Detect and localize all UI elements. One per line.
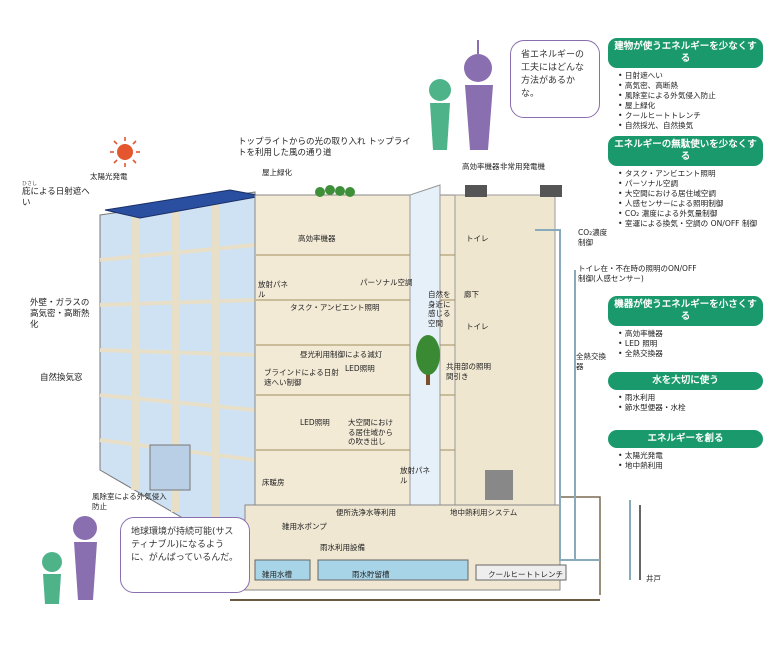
panel-title: エネルギーの無駄使いを少なくする — [608, 136, 763, 166]
panel-title: 機器が使うエネルギーを小さくする — [608, 296, 763, 326]
list-item: 屋上緑化 — [618, 101, 763, 111]
list-item: 節水型便器・水栓 — [618, 403, 763, 413]
list-item: 風除室による外気侵入防止 — [618, 91, 763, 101]
list-item: LED 照明 — [618, 339, 763, 349]
list-item: 高気密、高断熱 — [618, 81, 763, 91]
panel-title: 建物が使うエネルギーを少なくする — [608, 38, 763, 68]
label-high-eff-rooftop: 高効率機器 — [462, 162, 500, 171]
label-radiant-panel-2: 放射パネル — [400, 466, 430, 485]
label-rain-equipment: 雨水利用設備 — [320, 543, 365, 552]
panel-title: 水を大切に使う — [608, 372, 763, 390]
label-solar: 太陽光発電 — [90, 172, 128, 181]
label-daylight-dimming: 昼光利用制御による減灯 — [300, 350, 383, 359]
label-misc-pump: 雑用水ポンプ — [282, 522, 327, 531]
panel-reduce-waste: エネルギーの無駄使いを少なくする タスク・アンビエント照明 パーソナル空調 大空… — [608, 136, 763, 229]
label-rain-tank: 雨水貯留槽 — [352, 570, 390, 579]
label-co2: CO₂濃度制御 — [578, 228, 608, 247]
label-led-2: LED照明 — [300, 418, 330, 427]
label-geothermal: 地中熱利用システム — [450, 508, 518, 517]
label-cool-heat-trench: クールヒートトレンチ — [488, 570, 563, 579]
label-toplight: トップライトからの光の取り入れ トップライトを利用した風の通り道 — [238, 137, 411, 158]
label-corridor: 廊下 — [464, 290, 479, 299]
list-item: 人感センサーによる照明制御 — [618, 199, 763, 209]
label-toilet-water: 便所洗浄水等利用 — [336, 508, 396, 517]
building-section — [244, 184, 567, 591]
list-item: 高効率機器 — [618, 329, 763, 339]
panel-reduce-building-energy: 建物が使うエネルギーを少なくする 日射遮へい 高気密、高断熱 風除室による外気侵… — [608, 38, 763, 131]
panel-create-energy: エネルギーを創る 太陽光発電 地中熱利用 — [608, 430, 763, 471]
list-item: パーソナル空調 — [618, 179, 763, 189]
list-item: CO₂ 濃度による外気量制御 — [618, 209, 763, 219]
label-toilet-2: トイレ — [466, 322, 489, 331]
label-floor-heating: 床暖房 — [262, 478, 285, 487]
label-wall-insulation: 外壁・ガラスの高気密・高断熱化 — [30, 298, 90, 330]
label-task-ambient: タスク・アンビエント照明 — [290, 303, 380, 312]
label-eaves: ひさし 庇による日射遮へい — [22, 182, 92, 209]
earth-edge — [560, 496, 601, 595]
label-large-space: 大空間における居住域からの吹き出し — [348, 418, 393, 446]
label-natural-space: 自然を身近に感じる空間 — [428, 290, 451, 328]
speech-bubble-top: 省エネルギーの工夫にはどんな方法があるかな。 — [510, 40, 600, 118]
list-item: タスク・アンビエント照明 — [618, 169, 763, 179]
label-blind: ブラインドによる日射遮へい制御 — [264, 368, 339, 387]
label-motion-sensor: トイレ在・不在時の照明のON/OFF 制御(人感センサー) — [578, 264, 697, 283]
label-eaves-text: 庇による日射遮へい — [22, 187, 90, 208]
label-personal-ac: パーソナル空調 — [360, 278, 413, 287]
list-item: 日射遮へい — [618, 71, 763, 81]
panel-equipment-energy: 機器が使うエネルギーを小さくする 高効率機器 LED 照明 全熱交換器 — [608, 296, 763, 359]
label-toilet-1: トイレ — [466, 234, 489, 243]
character-green-top — [429, 79, 451, 150]
character-green-bottom — [42, 552, 62, 604]
label-led-1: LED照明 — [345, 364, 375, 373]
label-radiant-panel: 放射パネル — [258, 280, 288, 299]
list-item: 太陽光発電 — [618, 451, 763, 461]
list-item: 地中熱利用 — [618, 461, 763, 471]
label-emergency-gen: 非常用発電機 — [500, 162, 545, 171]
list-item: 室運による換気・空調の ON/OFF 制御 — [618, 219, 763, 229]
tree — [416, 335, 440, 385]
speech-bubble-bottom: 地球環境が持続可能(サスティナブル)になるように、がんばっているんだ。 — [120, 517, 250, 593]
panel-water: 水を大切に使う 雨水利用 節水型便器・水栓 — [608, 372, 763, 413]
label-natural-window: 自然換気窓 — [40, 373, 83, 383]
list-item: 自然採光、自然換気 — [618, 121, 763, 131]
character-purple-bottom — [73, 516, 97, 600]
label-misc-tank: 雑用水槽 — [262, 570, 292, 579]
list-item: 大空間における居住域空調 — [618, 189, 763, 199]
panel-title: エネルギーを創る — [608, 430, 763, 448]
label-rooftop-green: 屋上緑化 — [262, 168, 292, 177]
label-windbreak: 風除室による外気侵入防止 — [92, 492, 167, 511]
label-total-heat: 全熱交換器 — [576, 352, 606, 371]
label-eaves-ruby: ひさし — [22, 181, 38, 187]
character-purple-top — [464, 40, 493, 150]
rooftop-plants — [315, 185, 355, 197]
list-item: クールヒートトレンチ — [618, 111, 763, 121]
sun-icon — [110, 137, 140, 167]
list-item: 全熱交換器 — [618, 349, 763, 359]
label-well: 井戸 — [646, 574, 661, 583]
pipes — [535, 229, 631, 580]
label-high-eff-equipment: 高効率機器 — [298, 234, 336, 243]
label-common-light: 共用部の照明間引き — [446, 362, 491, 381]
list-item: 雨水利用 — [618, 393, 763, 403]
